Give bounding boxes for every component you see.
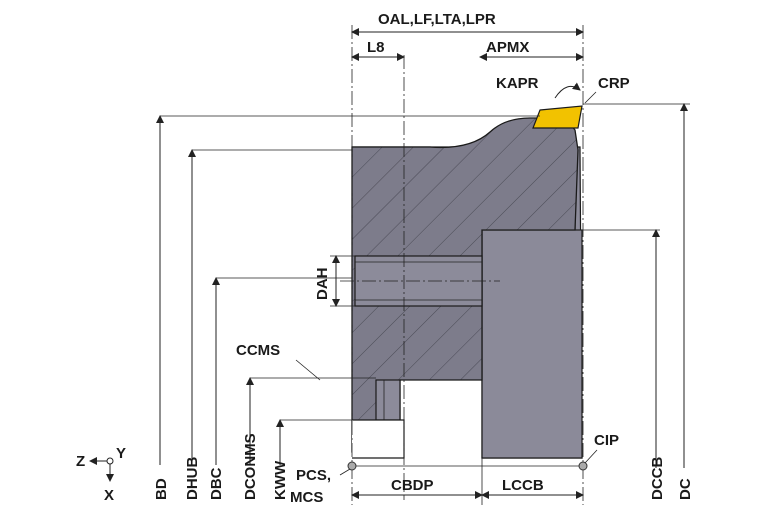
- cbdp-label: CBDP: [391, 477, 434, 494]
- cip-point: [578, 461, 588, 471]
- mcs-label: MCS: [290, 489, 323, 506]
- dhub-label: DHUB: [184, 457, 201, 500]
- cip-label: CIP: [594, 432, 619, 449]
- axis-z-label: Z: [76, 453, 85, 470]
- bd-label: BD: [153, 478, 170, 500]
- axis-y-label: Y: [116, 445, 126, 462]
- keyway: [375, 379, 401, 421]
- apmx-label: APMX: [486, 39, 529, 56]
- ccms-label: CCMS: [236, 342, 280, 359]
- axis-x-label: X: [104, 487, 114, 504]
- dah-label: DAH: [314, 268, 331, 301]
- crp-label: CRP: [598, 75, 630, 92]
- axis-origin-icon: [106, 457, 114, 465]
- cutter-shell: [481, 229, 583, 459]
- kww-label: KWW: [272, 460, 289, 500]
- kapr-label: KAPR: [496, 75, 539, 92]
- dccb-label: DCCB: [649, 457, 666, 500]
- dbc-label: DBC: [208, 467, 225, 500]
- oal-label: OAL,LF,LTA,LPR: [378, 11, 496, 28]
- insert: [532, 105, 583, 129]
- l8-label: L8: [367, 39, 385, 56]
- lccb-label: LCCB: [502, 477, 544, 494]
- pcs-point: [347, 461, 357, 471]
- dconms-label: DCONMS: [242, 433, 259, 500]
- dc-label: DC: [677, 478, 694, 500]
- pcs-label: PCS,: [296, 467, 331, 484]
